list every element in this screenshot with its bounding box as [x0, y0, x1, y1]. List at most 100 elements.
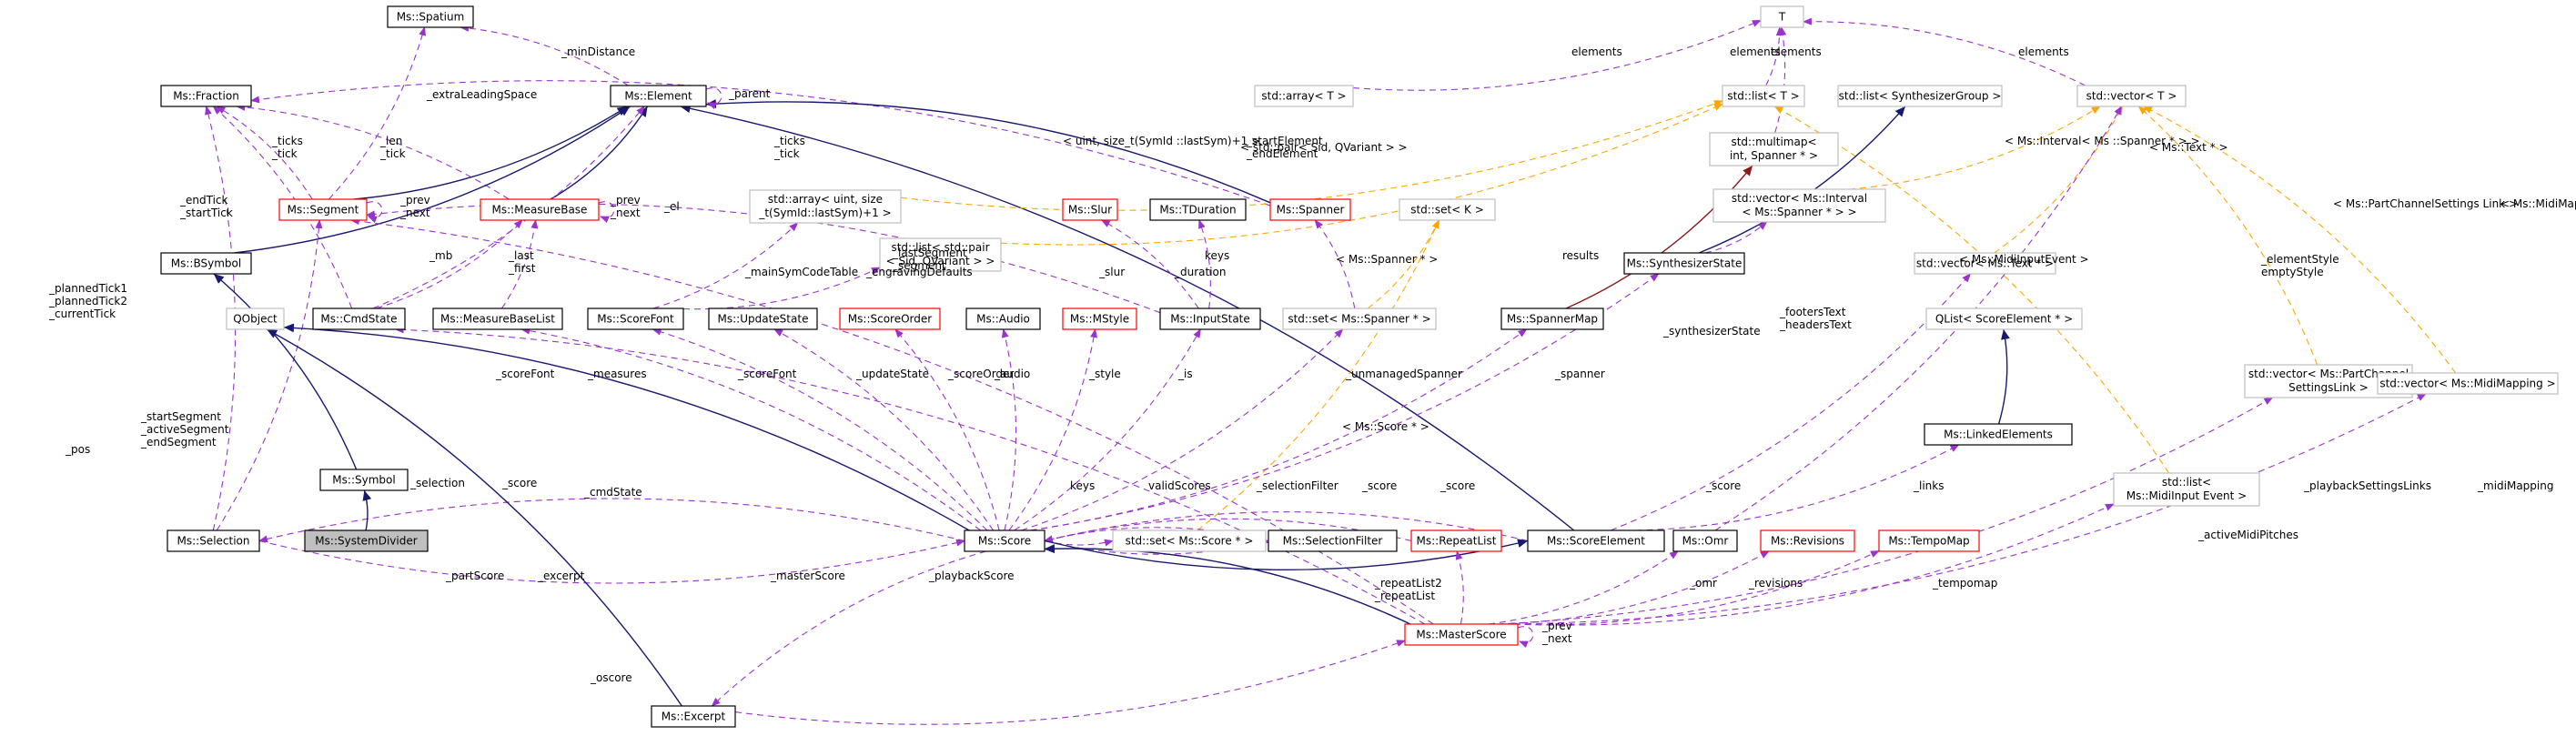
node-element[interactable]: Ms::Element — [610, 85, 707, 107]
node-stdvectorText[interactable]: std::vector< Ms::Text * > — [1914, 252, 2056, 275]
node-masterscore[interactable]: Ms::MasterScore — [1404, 623, 1519, 646]
edge-label-is_e: _is — [1177, 368, 1193, 380]
node-qobject[interactable]: QObject — [226, 308, 285, 330]
edge-ticks-tick-seg — [216, 106, 313, 200]
node-label: std::vector< T > — [2086, 90, 2177, 103]
edge-label-pos: _pos — [65, 443, 90, 456]
node-bsymbol[interactable]: Ms::BSymbol — [160, 252, 252, 275]
node-stdsetScore[interactable]: std::set< Ms::Score * > — [1112, 529, 1267, 552]
node-excerpt[interactable]: Ms::Excerpt — [651, 705, 736, 728]
node-spanner[interactable]: Ms::Spanner — [1269, 198, 1351, 221]
node-revisions[interactable]: Ms::Revisions — [1760, 529, 1855, 552]
node-box — [278, 198, 368, 221]
node-spatium[interactable]: Ms::Spatium — [387, 5, 474, 28]
edge-elements-array — [1352, 19, 1762, 91]
node-inputstate[interactable]: Ms::InputState — [1159, 308, 1261, 330]
edge-label-synthesizerState: _synthesizerState — [1662, 325, 1761, 338]
node-stdvectorInterval[interactable]: std::vector< Ms::Interval< Ms::Spanner *… — [1712, 188, 1886, 223]
edge-label-ticks_tick_seg: _ticks_tick — [271, 135, 303, 160]
node-score[interactable]: Ms::Score — [964, 529, 1046, 552]
node-cmdstate[interactable]: Ms::CmdState — [312, 308, 406, 330]
node-label: Ms::SelectionFilter — [1283, 535, 1383, 548]
edge-label-score_sf: _score — [1361, 479, 1397, 492]
node-synthstate[interactable]: Ms::SynthesizerState — [1623, 252, 1745, 275]
node-stdlistMidiInput[interactable]: std::list<Ms::MidiInput Event > — [2113, 472, 2260, 507]
edges-layer — [205, 17, 2457, 725]
node-mstyle[interactable]: Ms::MStyle — [1062, 308, 1137, 330]
node-stdarrayT[interactable]: std::array< T > — [1254, 85, 1354, 107]
node-stdvectorMidi[interactable]: std::vector< Ms::MidiMapping > — [2377, 372, 2559, 395]
node-symbol[interactable]: Ms::Symbol — [319, 469, 409, 491]
node-scoreelement[interactable]: Ms::ScoreElement — [1527, 529, 1665, 552]
edge-label-style_e: _style — [1088, 368, 1121, 380]
edge-score-qobject — [283, 323, 970, 531]
node-spannermap[interactable]: Ms::SpannerMap — [1500, 308, 1604, 330]
node-measurebase[interactable]: Ms::MeasureBase — [480, 198, 600, 221]
node-box — [1062, 308, 1137, 330]
node-stdlistSynth[interactable]: std::list< SynthesizerGroup > — [1837, 85, 2003, 107]
edge-label-validScores: validScores — [1148, 479, 1211, 492]
edge-labels-layer: _minDistance_extraLeadingSpace_parentele… — [48, 45, 2576, 684]
node-box — [964, 529, 1046, 552]
node-label: std::list< std::pair< Sid, QVariant > > — [886, 241, 995, 267]
node-label: Ms::CmdState — [320, 313, 397, 326]
node-label: Ms::InputState — [1170, 313, 1250, 326]
node-box — [1404, 623, 1519, 646]
node-box — [1623, 252, 1745, 275]
node-multimap[interactable]: std::multimap<int, Spanner * > — [1709, 132, 1839, 166]
node-stdlistPair[interactable]: std::list< std::pair< Sid, QVariant > > — [879, 237, 1002, 272]
edge-links — [1635, 444, 1960, 531]
node-label: std::vector< Ms::MidiMapping > — [2379, 378, 2555, 390]
edge-label-startEnd: _startElement_endElement — [1246, 135, 1323, 160]
node-box — [879, 237, 1002, 272]
edge-label-uint_size: < uint, size_t(SymId ::lastSym)+1 > — [1063, 135, 1260, 147]
node-systemdivider[interactable]: Ms::SystemDivider — [304, 529, 429, 552]
node-scoreorder[interactable]: Ms::ScoreOrder — [839, 308, 941, 330]
node-qlist[interactable]: QList< ScoreElement * > — [1925, 308, 2083, 330]
edge-self-segment — [366, 201, 383, 224]
node-selection[interactable]: Ms::Selection — [167, 529, 260, 552]
node-scorefont[interactable]: Ms::ScoreFont — [587, 308, 684, 330]
node-linkedelements[interactable]: Ms::LinkedElements — [1924, 423, 2073, 446]
edge-self-masterscore — [1517, 626, 1534, 649]
node-measurebaselist[interactable]: Ms::MeasureBaseList — [432, 308, 563, 330]
node-repeatlist[interactable]: Ms::RepeatList — [1410, 529, 1502, 552]
node-stdvectorT[interactable]: std::vector< T > — [2076, 85, 2187, 107]
edge-minDistance — [460, 24, 629, 86]
edge-spanner-map — [1030, 328, 1528, 531]
node-box — [1527, 529, 1665, 552]
node-segment[interactable]: Ms::Segment — [278, 198, 368, 221]
node-audio[interactable]: Ms::Audio — [965, 308, 1041, 330]
node-box — [312, 308, 406, 330]
edge-label-audio_e: _audio — [994, 368, 1030, 380]
edge-label-midiMapping_e: _midiMapping — [2477, 479, 2553, 492]
node-stdlistT[interactable]: std::list< T > — [1722, 85, 1805, 107]
node-tduration[interactable]: Ms::TDuration — [1149, 198, 1247, 221]
node-stdarrayUint[interactable]: std::array< uint, size_t(SymId::lastSym)… — [749, 189, 902, 224]
node-label: QList< ScoreElement * > — [1935, 313, 2073, 326]
edge-label-startSegment: _startSegment_activeSegment_endSegment — [140, 410, 229, 449]
edge-label-results: results — [1562, 249, 1599, 262]
node-slur[interactable]: Ms::Slur — [1062, 198, 1118, 221]
node-omr[interactable]: Ms::Omr — [1672, 529, 1738, 552]
node-updatestate[interactable]: Ms::UpdateState — [708, 308, 818, 330]
edge-bsymbol-element — [234, 106, 631, 254]
node-box — [167, 529, 260, 552]
edge-spanner-star — [1367, 219, 1440, 309]
edge-label-mb: _mb — [429, 249, 452, 262]
edge-label-revisions_e: _revisions — [1748, 577, 1803, 590]
node-box — [1914, 252, 2056, 275]
edge-label-unmanagedSpanner: _unmanagedSpanner — [1345, 368, 1462, 380]
edge-label-el: _el — [663, 200, 680, 213]
node-selectionfilter[interactable]: Ms::SelectionFilter — [1268, 529, 1398, 552]
node-label: Ms::Spatium — [397, 11, 465, 24]
edge-label-spanner_star: < Ms::Spanner * > — [1336, 253, 1438, 266]
edge-label-spanner_e: _spanner — [1554, 368, 1605, 380]
node-tempomap[interactable]: Ms::TempoMap — [1878, 529, 1980, 552]
edge-score-order — [894, 328, 1000, 531]
edge-label-updateState: _updateState — [855, 368, 929, 380]
node-fraction[interactable]: Ms::Fraction — [160, 85, 252, 107]
node-stdsetSpanner[interactable]: std::set< Ms::Spanner * > — [1282, 308, 1437, 330]
node-stdsetK[interactable]: std::set< K > — [1399, 198, 1496, 221]
node-T[interactable]: T — [1760, 5, 1804, 28]
